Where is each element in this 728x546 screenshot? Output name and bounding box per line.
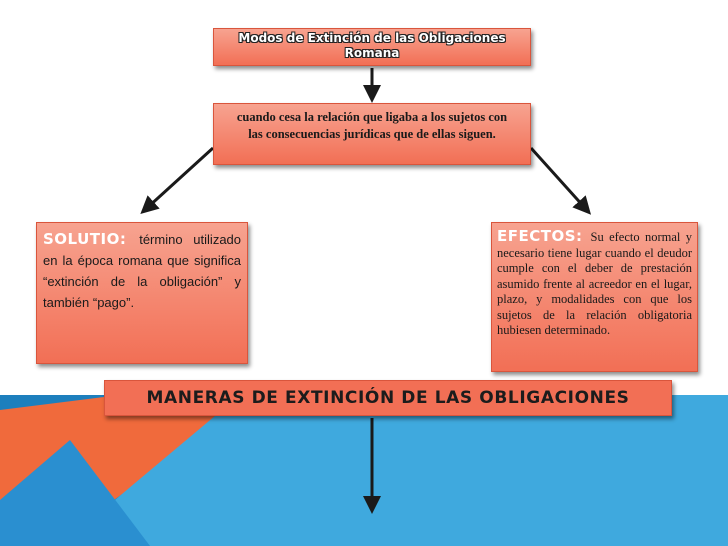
efectos-heading: EFECTOS: (497, 227, 591, 245)
solutio-heading: SOLUTIO: (43, 230, 140, 248)
efectos-text: Su efecto normal y necesario tiene lugar… (497, 230, 692, 337)
efectos-box: EFECTOS: Su efecto normal y necesario ti… (491, 222, 698, 372)
solutio-text: término utilizado en la época romana que… (43, 232, 242, 310)
definition-text: cuando cesa la relación que ligaba a los… (236, 110, 508, 141)
arrow-definition-to-efectos (529, 146, 592, 215)
background-blue-mid (0, 440, 150, 546)
title-box: Modos de Extinción de las Obligaciones R… (213, 28, 531, 66)
arrow-definition-to-solutio (140, 146, 215, 215)
title-line-2: Romana (344, 46, 400, 60)
solutio-box: SOLUTIO: término utilizado en la época r… (36, 222, 248, 364)
background-blue-light (60, 395, 728, 546)
title-line-1: Modos de Extinción de las Obligaciones (238, 31, 506, 45)
banner-maneras-extincion: MANERAS DE EXTINCIÓN DE LAS OBLIGACIONES (104, 380, 672, 416)
definition-box: cuando cesa la relación que ligaba a los… (213, 103, 531, 165)
